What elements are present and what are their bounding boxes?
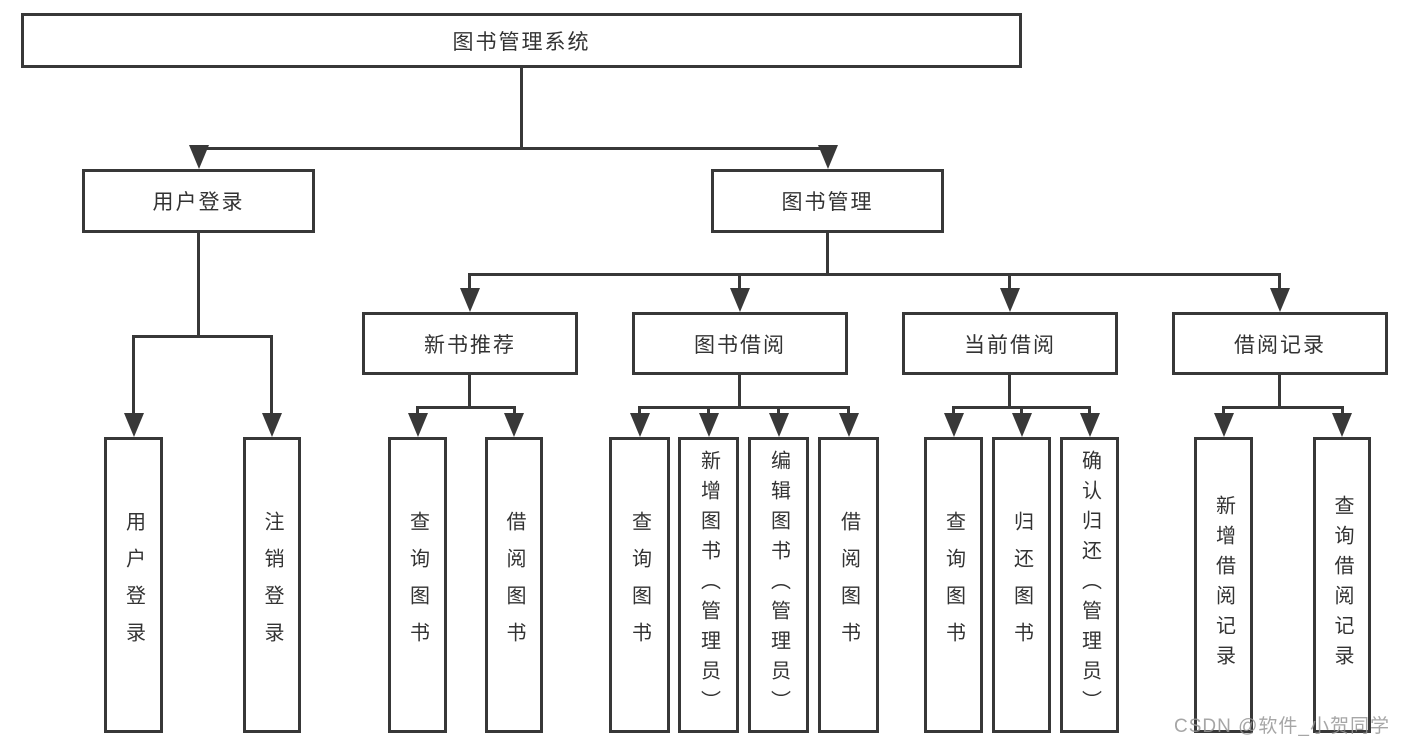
leaf-add-borrow-record: 新增借阅记录 xyxy=(1194,437,1253,733)
connector-drop-add-record xyxy=(1222,406,1225,416)
csdn-watermark: CSDN @软件_小贺同学 xyxy=(1174,716,1390,737)
arrowhead-leaf-login xyxy=(124,413,144,437)
arrowhead-query-recommend xyxy=(408,413,428,437)
leaf-borrow-books-recommend: 借阅图书 xyxy=(485,437,543,733)
connector-userlogin-rail xyxy=(132,335,273,338)
arrowhead-return-book xyxy=(1012,413,1032,437)
connector-drop-borrow-recommend xyxy=(513,406,516,416)
connector-recordsec-rail xyxy=(1222,406,1344,409)
arrowhead-query-current xyxy=(944,413,964,437)
arrowhead-add-record xyxy=(1214,413,1234,437)
leaf-logout: 注销登录 xyxy=(243,437,301,733)
arrowhead-edit-book xyxy=(769,413,789,437)
leaf-return-book: 归还图书 xyxy=(992,437,1051,733)
connector-drop-query-recommend xyxy=(416,406,419,416)
node-borrow-records: 借阅记录 xyxy=(1172,312,1388,375)
arrowhead-borrow-records xyxy=(1270,288,1290,312)
connector-borrowsec-stem xyxy=(738,375,741,406)
connector-drop-current-borrow xyxy=(1008,273,1011,291)
node-new-book-recommend: 新书推荐 xyxy=(362,312,578,375)
arrowhead-book-management xyxy=(818,145,838,169)
connector-recordsec-stem xyxy=(1278,375,1281,406)
connector-root-rail xyxy=(197,147,830,150)
connector-bookmgmt-rail xyxy=(468,273,1281,276)
connector-drop-new-book xyxy=(468,273,471,291)
connector-drop-add-book xyxy=(707,406,710,416)
leaf-user-login: 用户登录 xyxy=(104,437,163,733)
connector-recommend-rail xyxy=(416,406,516,409)
connector-drop-query-current xyxy=(952,406,955,416)
leaf-query-borrow-record: 查询借阅记录 xyxy=(1313,437,1371,733)
connector-root-stem xyxy=(520,68,523,147)
leaf-query-books-current: 查询图书 xyxy=(924,437,983,733)
arrowhead-query-borrowsec xyxy=(630,413,650,437)
leaf-query-books-borrow: 查询图书 xyxy=(609,437,670,733)
connector-borrowsec-rail xyxy=(638,406,850,409)
arrowhead-borrow-book xyxy=(839,413,859,437)
arrowhead-confirm-return xyxy=(1080,413,1100,437)
connector-drop-leaf-logout xyxy=(270,335,273,417)
connector-drop-book-borrow xyxy=(738,273,741,291)
arrowhead-book-borrow xyxy=(730,288,750,312)
arrowhead-new-book xyxy=(460,288,480,312)
arrowhead-add-book xyxy=(699,413,719,437)
connector-drop-borrow-book xyxy=(847,406,850,416)
connector-drop-borrow-records xyxy=(1278,273,1281,291)
connector-drop-query-borrowsec xyxy=(638,406,641,416)
connector-drop-confirm-return xyxy=(1088,406,1091,416)
node-root: 图书管理系统 xyxy=(21,13,1022,68)
leaf-add-book-admin: 新增图书（管理员） xyxy=(678,437,739,733)
leaf-borrow-books: 借阅图书 xyxy=(818,437,879,733)
connector-drop-leaf-login xyxy=(132,335,135,417)
connector-drop-query-record xyxy=(1341,406,1344,416)
connector-drop-edit-book xyxy=(777,406,780,416)
arrowhead-query-record xyxy=(1332,413,1352,437)
connector-drop-return-book xyxy=(1020,406,1023,416)
arrowhead-current-borrow xyxy=(1000,288,1020,312)
connector-userlogin-stem xyxy=(197,233,200,335)
arrowhead-leaf-logout xyxy=(262,413,282,437)
connector-currentsec-stem xyxy=(1008,375,1011,406)
node-current-borrow: 当前借阅 xyxy=(902,312,1118,375)
connector-recommend-stem xyxy=(468,375,471,406)
leaf-confirm-return-admin: 确认归还（管理员） xyxy=(1060,437,1119,733)
node-book-management: 图书管理 xyxy=(711,169,944,233)
node-user-login: 用户登录 xyxy=(82,169,315,233)
leaf-edit-book-admin: 编辑图书（管理员） xyxy=(748,437,809,733)
leaf-query-books-recommend: 查询图书 xyxy=(388,437,447,733)
arrowhead-borrow-recommend xyxy=(504,413,524,437)
connector-bookmgmt-stem xyxy=(826,233,829,273)
arrowhead-user-login xyxy=(189,145,209,169)
node-book-borrow: 图书借阅 xyxy=(632,312,848,375)
